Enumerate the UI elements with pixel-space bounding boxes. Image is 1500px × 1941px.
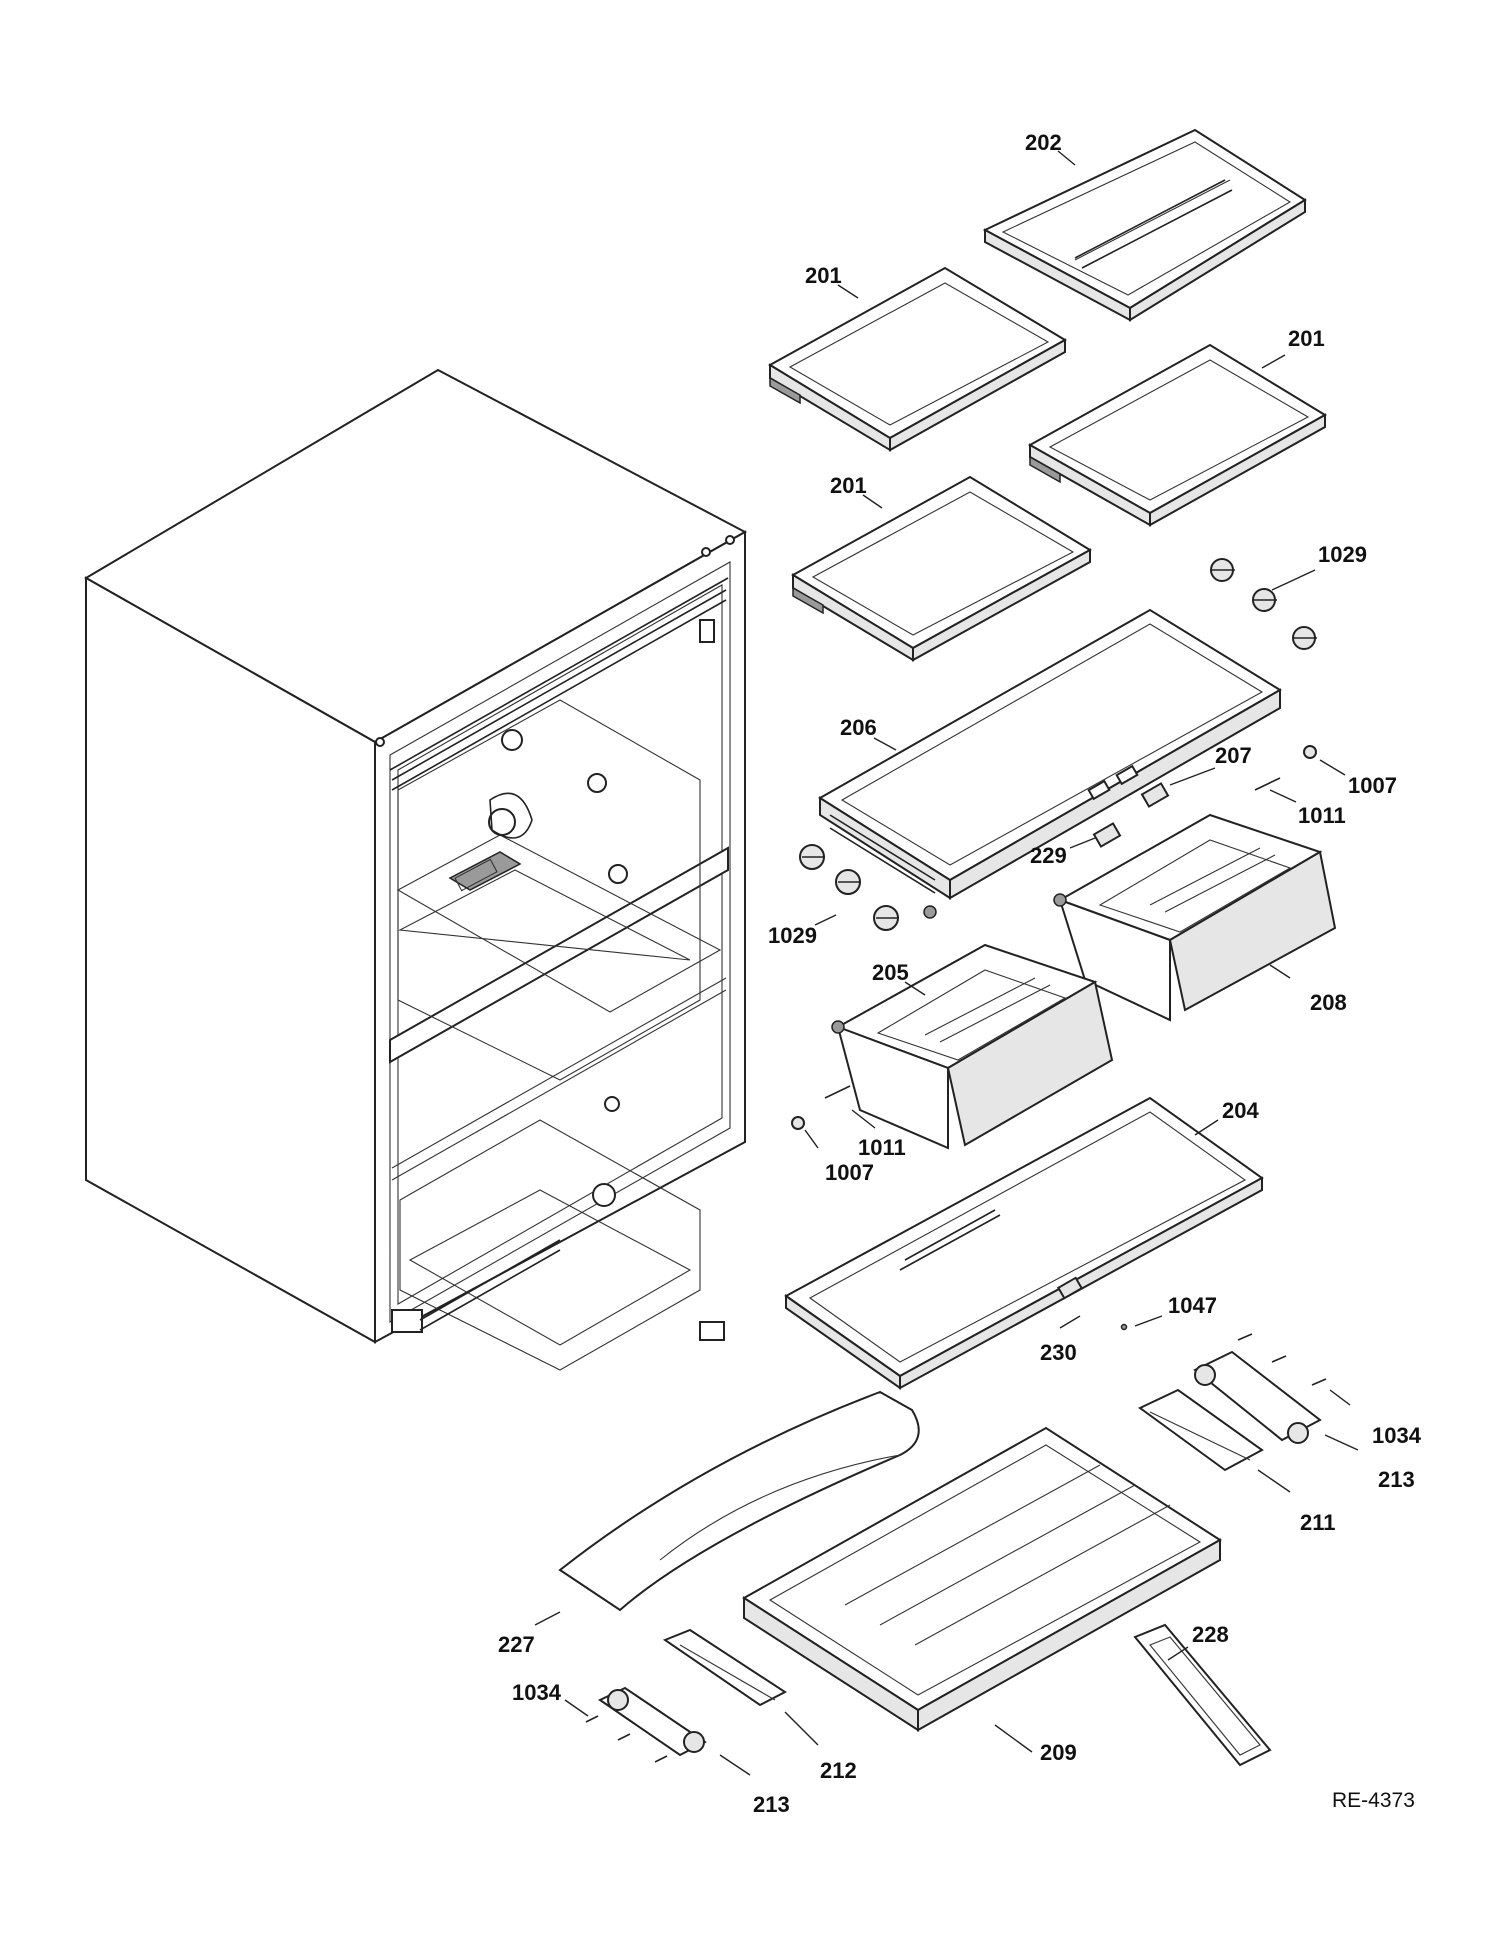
- slide-212: [662, 1628, 787, 1707]
- callout-1011-upper: 1011: [1298, 803, 1346, 828]
- crisper-cover-206: [818, 608, 1282, 919]
- callout-227: 227: [498, 1632, 535, 1657]
- slide-213-upper: [1193, 1350, 1322, 1444]
- callout-201-upper-left: 201: [805, 263, 842, 288]
- slide-213-lower: [598, 1686, 707, 1757]
- callout-1034-upper: 1034: [1372, 1423, 1422, 1448]
- drawing-number: RE-4373: [1332, 1789, 1415, 1812]
- callout-1007-lower: 1007: [825, 1160, 874, 1185]
- callout-207: 207: [1215, 743, 1252, 768]
- callout-208: 208: [1310, 990, 1347, 1015]
- callout-202: 202: [1025, 130, 1062, 155]
- shelf-204: [784, 1096, 1264, 1390]
- leader-lines: [534, 150, 1359, 1776]
- callout-213-upper: 213: [1378, 1467, 1415, 1492]
- screws-1034-upper: [1237, 1333, 1327, 1386]
- callout-205: 205: [872, 960, 909, 985]
- refrigerator-cabinet: [84, 368, 748, 1371]
- callout-1034-lower: 1034: [512, 1680, 562, 1705]
- callout-204: 204: [1222, 1098, 1259, 1123]
- callout-1029-upper: 1029: [1318, 542, 1367, 567]
- callout-212: 212: [820, 1758, 857, 1783]
- callout-labels: 202 201 201 201 1029 206 207 1007 1011 2…: [498, 130, 1422, 1817]
- shelf-201-lower: [791, 475, 1092, 662]
- callout-230: 230: [1040, 1340, 1077, 1365]
- callout-201-upper-right: 201: [1288, 326, 1325, 351]
- callout-229: 229: [1030, 843, 1067, 868]
- callout-1007-upper: 1007: [1348, 773, 1397, 798]
- freezer-pan-209: [742, 1426, 1222, 1732]
- callout-201-lower: 201: [830, 473, 867, 498]
- callout-209: 209: [1040, 1740, 1077, 1765]
- callout-1011-lower: 1011: [858, 1135, 906, 1160]
- crisper-drawer-205: [791, 943, 1114, 1150]
- crisper-drawer-208: [1053, 813, 1337, 1022]
- callout-211: 211: [1300, 1510, 1336, 1535]
- callout-206: 206: [840, 715, 877, 740]
- slide-211: [1138, 1388, 1264, 1472]
- screws-1034-lower: [585, 1715, 668, 1763]
- roller-1029-group-upper: [1210, 558, 1317, 650]
- callout-1029-lower: 1029: [768, 923, 817, 948]
- shelf-202: [982, 128, 1307, 322]
- trim-227: [558, 1390, 920, 1612]
- small-parts-mid: [1092, 745, 1317, 848]
- callout-228: 228: [1192, 1622, 1229, 1647]
- callout-1047: 1047: [1168, 1293, 1217, 1318]
- callout-213-lower: 213: [753, 1792, 790, 1817]
- shelf-201-upper-left: [768, 266, 1067, 452]
- roller-1029-group-lower: [799, 844, 899, 931]
- shelf-201-upper-right: [1027, 343, 1327, 527]
